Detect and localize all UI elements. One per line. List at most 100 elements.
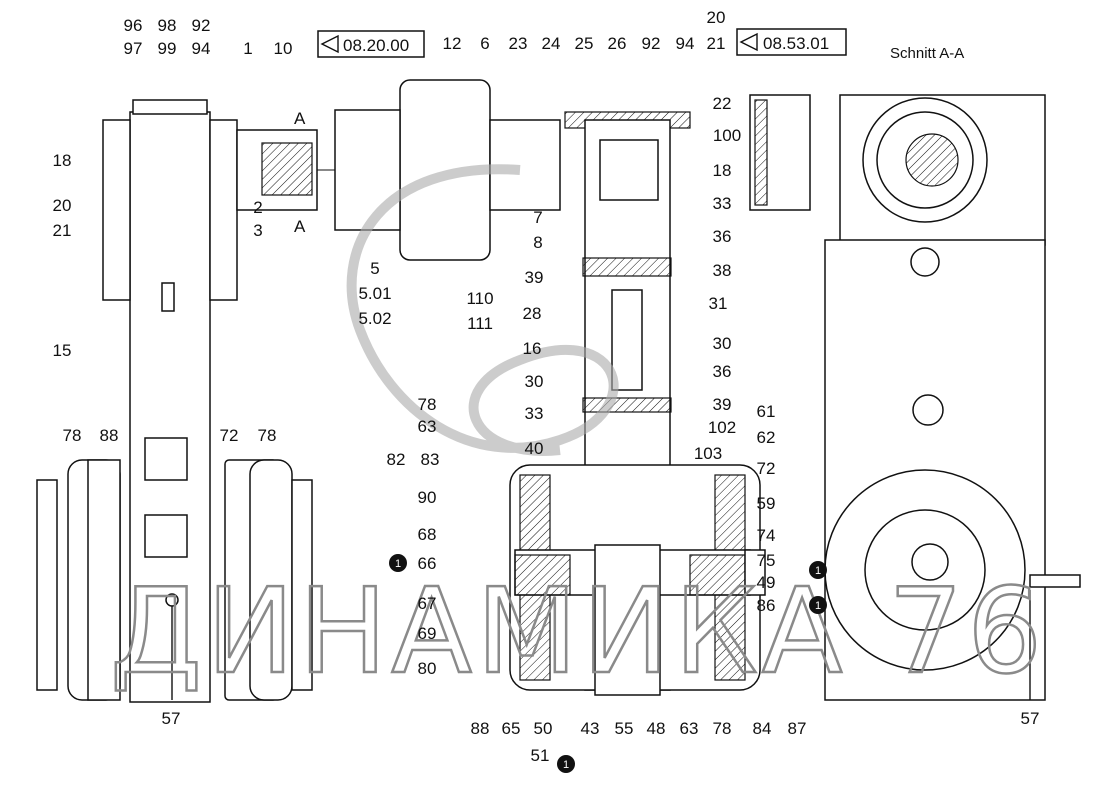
- part-label: 40: [525, 439, 544, 458]
- part-label: 72: [757, 459, 776, 478]
- part-label: 1: [243, 39, 252, 58]
- part-label: 110: [466, 289, 493, 308]
- part-label: 57: [1021, 709, 1040, 728]
- part-label: 63: [418, 417, 437, 436]
- part-label: 21: [707, 34, 726, 53]
- part-label: 62: [757, 428, 776, 447]
- part-label: 75: [757, 551, 776, 570]
- part-label: 3: [253, 221, 262, 240]
- part-label: 22: [713, 94, 732, 113]
- part-label: 48: [647, 719, 666, 738]
- part-label: 39: [713, 395, 732, 414]
- part-label: 78: [713, 719, 732, 738]
- part-label: 6: [480, 34, 489, 53]
- section-view: [749, 94, 1081, 701]
- part-label: 78: [63, 426, 82, 445]
- part-label: 88: [471, 719, 490, 738]
- part-label: 102: [708, 418, 736, 437]
- part-label: 5: [370, 259, 379, 278]
- part-label: 96: [124, 16, 143, 35]
- part-label: 31: [709, 294, 728, 313]
- watermark: ДИНАМИКА 76: [109, 164, 1046, 701]
- part-label: 30: [525, 372, 544, 391]
- part-label: 65: [502, 719, 521, 738]
- part-label: 66: [418, 554, 437, 573]
- part-label: 26: [608, 34, 627, 53]
- part-label: 103: [694, 444, 722, 463]
- part-label: 111: [467, 314, 493, 333]
- part-label: 100: [713, 126, 741, 145]
- part-label: 2: [253, 198, 262, 217]
- part-label: 30: [713, 334, 732, 353]
- callout-markers: 1 1 1 1: [389, 554, 827, 773]
- part-label: 97: [124, 39, 143, 58]
- part-label: 24: [542, 34, 561, 53]
- part-label: 18: [53, 151, 72, 170]
- part-label: 83: [421, 450, 440, 469]
- part-label: 49: [757, 573, 776, 592]
- part-label: 15: [53, 341, 72, 360]
- part-label: 92: [642, 34, 661, 53]
- part-label: 67: [418, 594, 437, 613]
- callout-marker-text: 1: [815, 600, 821, 612]
- part-label: 72: [220, 426, 239, 445]
- part-label: 78: [418, 395, 437, 414]
- part-label: 43: [581, 719, 600, 738]
- part-label: 74: [757, 526, 776, 545]
- ref-box-text: 08.53.01: [763, 34, 829, 53]
- part-label: 20: [707, 8, 726, 27]
- section-marker-bottom: A: [294, 217, 306, 236]
- part-label: 59: [757, 494, 776, 513]
- part-label: 16: [523, 339, 542, 358]
- part-label: 25: [575, 34, 594, 53]
- part-label: 33: [713, 194, 732, 213]
- callout-marker: [389, 554, 407, 572]
- callout-marker: [557, 755, 575, 773]
- part-label: 68: [418, 525, 437, 544]
- part-label: 36: [713, 362, 732, 381]
- callout-marker: [809, 596, 827, 614]
- part-label: 94: [192, 39, 211, 58]
- part-label: 21: [53, 221, 72, 240]
- callout-marker-text: 1: [815, 565, 821, 577]
- part-label: 8: [533, 233, 542, 252]
- part-label: 28: [523, 304, 542, 323]
- section-marker-top: A: [294, 109, 306, 128]
- center-view: [334, 79, 766, 696]
- part-label: 39: [525, 268, 544, 287]
- part-label: 69: [418, 624, 437, 643]
- part-label: 33: [525, 404, 544, 423]
- part-label: 92: [192, 16, 211, 35]
- part-label: 5.01: [358, 284, 391, 303]
- part-label: 80: [418, 659, 437, 678]
- part-label: 61: [757, 402, 776, 421]
- callout-marker: [809, 561, 827, 579]
- part-label: 84: [753, 719, 772, 738]
- part-label: 99: [158, 39, 177, 58]
- part-label: 38: [713, 261, 732, 280]
- part-label: 88: [100, 426, 119, 445]
- part-label: 98: [158, 16, 177, 35]
- callout-marker-text: 1: [395, 558, 401, 570]
- part-label: 36: [713, 227, 732, 246]
- part-label: 18: [713, 161, 732, 180]
- ref-box-2[interactable]: 08.53.01: [736, 28, 847, 56]
- ref-box-1[interactable]: 08.20.00: [317, 30, 425, 58]
- part-label: 51: [531, 746, 550, 765]
- part-label: 50: [534, 719, 553, 738]
- part-label: 63: [680, 719, 699, 738]
- part-label: 7: [533, 208, 542, 227]
- watermark-text: ДИНАМИКА 76: [110, 562, 1046, 700]
- left-view: [36, 99, 460, 703]
- callout-marker-text: 1: [563, 759, 569, 771]
- part-label: 86: [757, 596, 776, 615]
- part-label: 5.02: [358, 309, 391, 328]
- section-title: Schnitt A-A: [890, 45, 964, 62]
- part-label: 55: [615, 719, 634, 738]
- part-label: 23: [509, 34, 528, 53]
- part-label: 10: [274, 39, 293, 58]
- ref-box-text: 08.20.00: [343, 36, 409, 55]
